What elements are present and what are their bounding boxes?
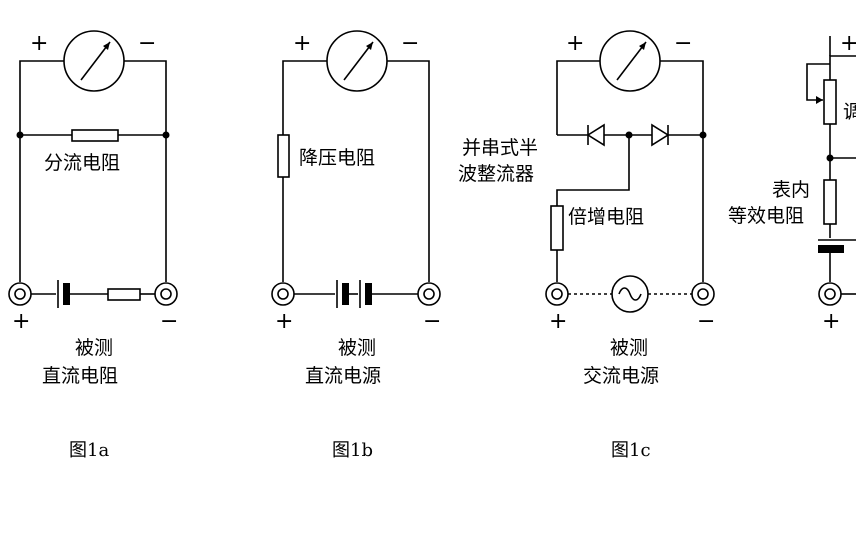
terminal-minus-icon [154,282,178,306]
terminal-minus-label: − [697,309,715,334]
meter-plus-sign: + [566,31,584,56]
terminal-minus-icon [417,282,441,306]
shunt-resistor-label: 分流电阻 [44,152,120,174]
battery-icon [818,239,856,253]
equivalent-label-line1: 表内 [772,179,810,201]
figure-1d-partial: + 调 表内 等效电阻 + [728,31,856,334]
left-wire [556,60,600,135]
rectifier-label-line1: 并串式半 [462,137,538,159]
figure-caption: 图1a [69,440,109,461]
terminal-minus-label: − [423,309,441,334]
series-resistor-label: 降压电阻 [299,147,375,169]
rectifier-label-line2: 波整流器 [458,163,534,185]
terminal-plus-icon [545,282,569,306]
meter-minus-sign: − [401,31,419,56]
meter-plus-sign: + [30,31,48,56]
terminal-plus-label: + [822,309,840,334]
terminal-plus-icon [8,282,32,306]
figure-caption: 图1c [611,440,651,461]
battery-icon [336,280,372,308]
adjust-resistor-label: 调 [843,101,856,123]
left-wire [282,60,327,135]
measured-label-line1: 被测 [610,337,648,359]
galvanometer-icon [326,30,388,92]
battery-icon [57,280,70,308]
equivalent-label-line2: 等效电阻 [728,205,804,227]
right-wire [387,60,430,282]
figure-1a: + − 分流电阻 + − 被测 直流电阻 图1a [8,30,178,461]
right-wire [124,60,167,282]
measured-label-line1: 被测 [75,337,113,359]
figure-1c: + − 并串式半 波整流器 倍增电阻 [458,30,715,461]
terminal-minus-label: − [160,309,178,334]
series-resistor-icon [277,134,290,178]
measured-label-line1: 被测 [338,337,376,359]
right-wire [660,60,704,282]
terminal-plus-icon [818,282,842,306]
terminal-minus-icon [691,282,715,306]
terminal-plus-label: + [12,309,30,334]
galvanometer-icon [63,30,125,92]
junction-dot [699,131,707,139]
terminal-plus-icon [271,282,295,306]
left-wire [19,60,64,282]
meter-minus-sign: − [674,31,692,56]
measured-resistor-icon [107,288,141,301]
multiplier-resistor-label: 倍增电阻 [568,206,644,228]
figure-caption: 图1b [332,440,373,461]
meter-plus-sign: + [840,31,856,56]
galvanometer-icon [599,30,661,92]
figure-1b: + − 降压电阻 + − 被测 直流电源 图1b [271,30,441,461]
adjust-resistor-icon [823,79,837,125]
equivalent-resistor-icon [823,179,837,225]
multiplier-resistor-icon [550,205,564,251]
junction-dot [162,131,170,139]
measured-label-line2: 直流电阻 [42,365,118,387]
shunt-resistor-icon [71,129,119,142]
measured-label-line2: 交流电源 [583,365,659,387]
ac-source-icon [611,275,649,313]
terminal-plus-label: + [275,309,293,334]
junction-dot [16,131,24,139]
terminal-plus-label: + [549,309,567,334]
meter-plus-sign: + [293,31,311,56]
measured-label-line2: 直流电源 [305,365,381,387]
meter-minus-sign: − [138,31,156,56]
diode-icon [651,123,670,147]
diode-icon [586,123,605,147]
